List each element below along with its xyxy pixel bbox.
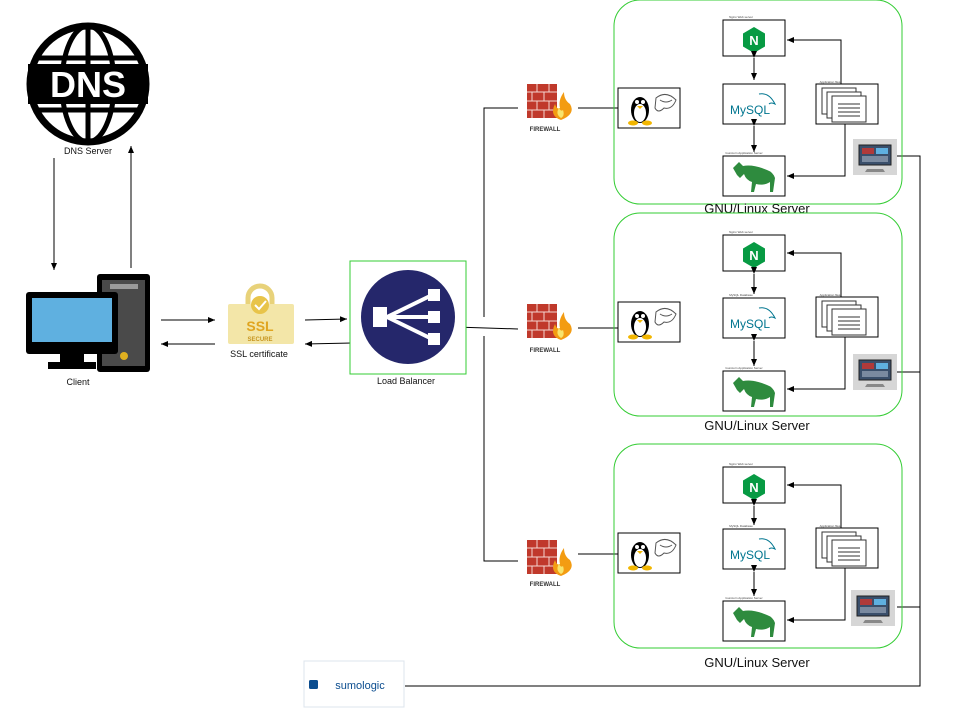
gunicorn-horse-icon: [722, 155, 786, 197]
firewall-icon: [526, 539, 573, 577]
load-balancer: Load Balancer: [349, 260, 467, 386]
dns-server: DNS DNS Server: [26, 22, 150, 156]
linux-server-1: N Nginx Web server MySQL Gunicorn Applic…: [613, 0, 903, 216]
dns-server-label: DNS Server: [64, 146, 112, 156]
firewall-icon: [526, 83, 573, 121]
globe-icon: [26, 22, 150, 146]
client: Client: [26, 274, 150, 387]
ssl-lock-icon: [228, 283, 294, 344]
application-files-icon: [815, 296, 879, 338]
application-files-icon: [815, 83, 879, 125]
nginx-letter: N: [749, 248, 758, 263]
firewall-3: FIREWALL: [526, 539, 573, 588]
firewall-1: FIREWALL: [526, 83, 573, 133]
nginx-caption: Nginx Web server: [729, 230, 753, 234]
ssl-certificate-label: SSL certificate: [230, 349, 288, 359]
linux-server-2: N Nginx Web server MySQL MySQL Database …: [613, 212, 903, 433]
firewall-label: FIREWALL: [530, 348, 561, 354]
files-caption: Application files: [820, 293, 841, 297]
mysql-text: MySQL: [730, 317, 770, 331]
load-balancer-label: Load Balancer: [377, 376, 435, 386]
mysql-caption: MySQL Database: [729, 293, 753, 297]
firewall-label: FIREWALL: [530, 582, 561, 588]
app-server-caption: Gunicorn Application Server: [725, 366, 762, 370]
monitoring-agent-icon: [852, 138, 898, 176]
gunicorn-horse-icon: [722, 600, 786, 642]
nginx-caption: Nginx Web server: [729, 462, 753, 466]
firewall-label: FIREWALL: [530, 127, 561, 133]
mysql-caption: MySQL Database: [729, 524, 753, 528]
linux-tux-icon: [617, 532, 681, 574]
ssl-secure-text: SECURE: [247, 337, 272, 343]
app-server-caption: Gunicorn Application Server: [725, 596, 762, 600]
server-label: GNU/Linux Server: [704, 418, 810, 433]
sumologic-text: sumologic: [335, 680, 385, 692]
files-caption: Application files: [820, 524, 841, 528]
linux-tux-icon: [617, 301, 681, 343]
application-files-icon: [815, 527, 879, 569]
ssl-certificate: SSL SECURE SSL certificate: [228, 283, 294, 359]
nginx-caption: Nginx Web server: [729, 15, 753, 19]
app-server-caption: Gunicorn Application Server: [725, 151, 762, 155]
mysql-text: MySQL: [730, 103, 770, 117]
connections: [51, 107, 921, 687]
linux-tux-icon: [617, 87, 681, 129]
client-label: Client: [66, 377, 90, 387]
linux-server-3: N Nginx Web server MySQL MySQL Database …: [613, 443, 903, 670]
firewall-2: FIREWALL: [526, 303, 573, 354]
server-label: GNU/Linux Server: [704, 201, 810, 216]
mysql-text: MySQL: [730, 548, 770, 562]
nginx-letter: N: [749, 480, 758, 495]
sumologic: sumologic: [303, 660, 405, 708]
monitoring-agent-icon: [850, 589, 896, 627]
ssl-word: SSL: [246, 318, 274, 334]
gunicorn-horse-icon: [722, 370, 786, 412]
load-balancer-icon: [361, 270, 455, 364]
sumologic-logo-icon: [309, 680, 318, 689]
files-caption: Application files: [820, 80, 841, 84]
nginx-letter: N: [749, 33, 758, 48]
dns-text: DNS: [50, 64, 126, 105]
desktop-computer-icon: [26, 274, 150, 372]
server-label: GNU/Linux Server: [704, 655, 810, 670]
firewall-icon: [526, 303, 573, 341]
monitoring-agent-icon: [852, 353, 898, 391]
